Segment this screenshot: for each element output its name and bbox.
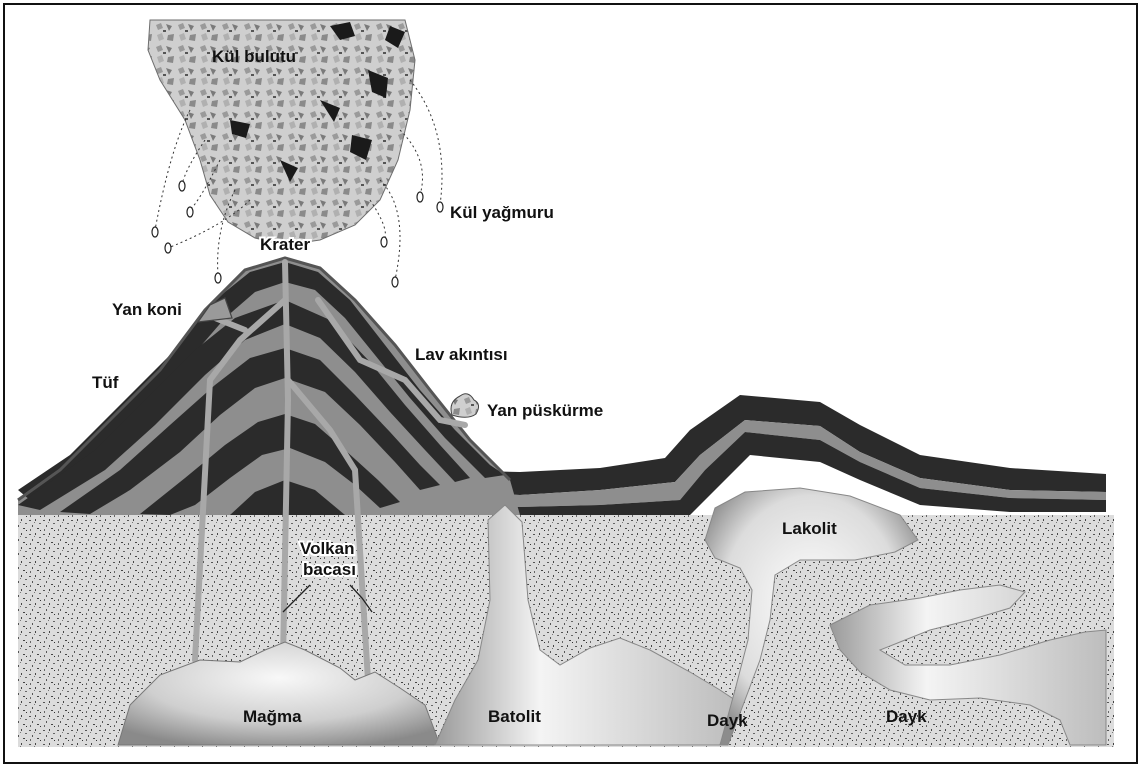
label-volcano-vent-line2: bacası [303,560,356,579]
label-crater: Krater [260,235,310,254]
label-tuff: Tüf [92,373,119,392]
label-lava-flow: Lav akıntısı [415,345,508,364]
label-dike-2: Dayk [886,707,927,726]
label-side-eruption: Yan püskürme [487,401,603,420]
label-batholith: Batolit [488,707,541,726]
label-magma: Mağma [243,707,302,726]
label-ash-rain: Kül yağmuru [450,203,554,222]
label-ash-cloud: Kül bulutu [212,47,296,66]
label-side-cone: Yan koni [112,300,182,319]
label-laccolith: Lakolit [782,519,837,538]
label-dike-1: Dayk [707,711,748,730]
label-volcano-vent-line1: Volkan [300,539,354,558]
